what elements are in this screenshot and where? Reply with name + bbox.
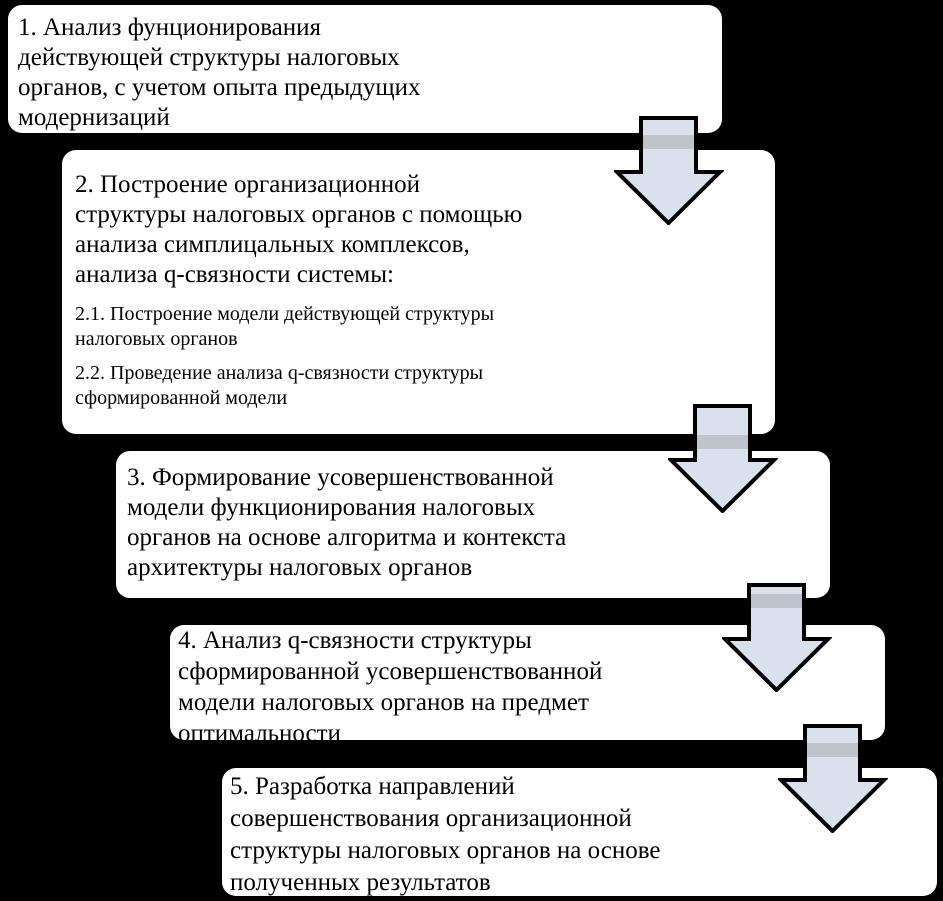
step-1-box: 1. Анализ фунционирования действующей ст… xyxy=(8,5,722,133)
step-4-text: 4. Анализ q-связности структуры сформиро… xyxy=(178,627,603,747)
step-3-box: 3. Формирование усовершенствованной моде… xyxy=(116,451,830,598)
step-1-text: 1. Анализ фунционирования действующей ст… xyxy=(18,14,421,131)
substep-2-2-text: 2.2. Проведение анализа q-связности стру… xyxy=(75,362,484,409)
step-5-box: 5. Разработка направлений совершенствова… xyxy=(222,768,937,896)
down-arrow-icon xyxy=(778,724,888,833)
down-arrow-icon xyxy=(722,583,832,692)
step-2-text: 2. Построение организационной структуры … xyxy=(75,171,523,288)
step-5-text: 5. Разработка направлений совершенствова… xyxy=(230,773,661,896)
down-arrow-icon xyxy=(668,404,778,513)
down-arrow-icon xyxy=(614,116,724,225)
step-3-text: 3. Формирование усовершенствованной моде… xyxy=(127,464,567,581)
substep-2-1-text: 2.1. Построение модели действующей струк… xyxy=(75,303,495,350)
step-2-box: 2. Построение организационной структуры … xyxy=(62,150,775,434)
